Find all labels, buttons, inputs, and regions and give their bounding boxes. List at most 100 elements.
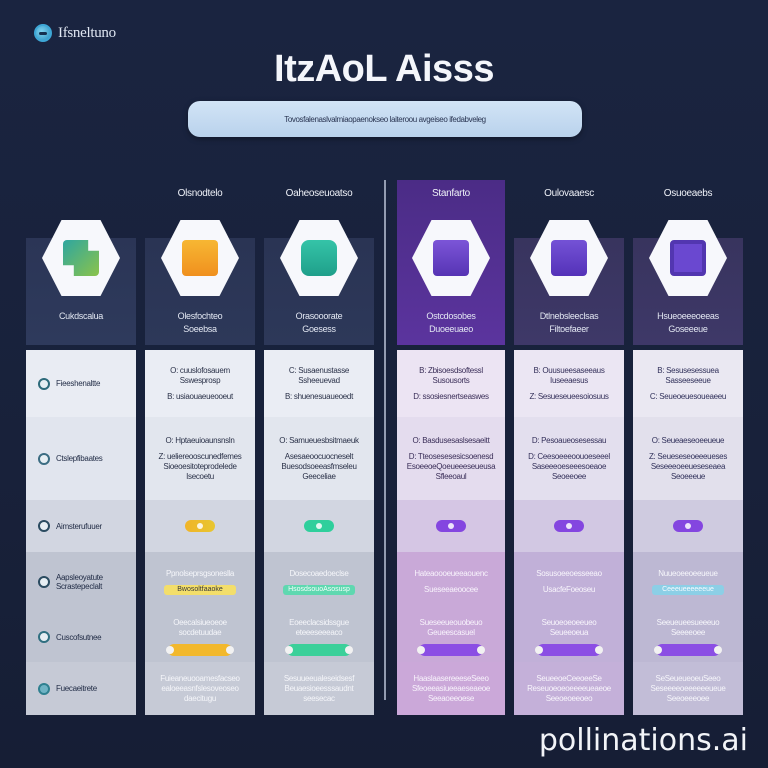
column-desc: Ostcdosobes Duoeeuaeo: [426, 311, 476, 334]
folder-icon: [182, 240, 218, 276]
row-label: Ctslepfibaates: [26, 417, 136, 500]
subtitle-text: Tovosfalenaslvalmiaopaenokseo laiteroou …: [284, 114, 486, 124]
chart-folder-icon: [301, 240, 337, 276]
column-header: Olsnodtelo Olesfochteo Soeebsa: [145, 180, 255, 345]
column-header: Stanfarto Ostcdosobes Duoeeuaeo: [397, 180, 505, 345]
cell: Oeecalsiueoeoe socdetuudae: [145, 612, 255, 662]
cell: O: cuuslofosauem Sswesprosp B: usiaouaeu…: [145, 350, 255, 417]
cell: Sesuueeualeseidsesf Beuaesioeesssaudnt s…: [264, 662, 374, 715]
row-label: Aimsterufuuer: [26, 500, 136, 552]
column-title: Osuoeaebs: [663, 188, 713, 199]
cell: Sosusoeeoesseeao UsacfeFoeoseu: [514, 552, 624, 612]
cell: B: Zbisoesdsoftessl Susousorts D: ssosie…: [397, 350, 505, 417]
column-header: Osuoeaebs Hsueoeeeoeeas Goseeeue: [633, 180, 743, 345]
watermark: pollinations.ai: [538, 723, 748, 758]
icon-hexagon: [649, 220, 727, 296]
cell: B: Sesusesessuea Sasseeseeue C: Seueoeue…: [633, 350, 743, 417]
column-title: Stanfarto: [432, 188, 470, 199]
cell: Nuueoeeoeeueue Ceeeueeeeeeue: [633, 552, 743, 612]
blocks-icon: [551, 240, 587, 276]
window-icon: [670, 240, 706, 276]
column-title: Oaheoseuoatso: [285, 188, 353, 199]
cell: O: Seueaeseoeeueue Z: Seueseseoeeeueses …: [633, 417, 743, 500]
cell: Sueseeueouobeuo Geueescasuel: [397, 612, 505, 662]
cell: Eoeeclacsidssgue eteeeseeeaco: [264, 612, 374, 662]
plan-column[interactable]: Olsnodtelo Olesfochteo Soeebsa O: cuuslo…: [145, 180, 255, 715]
toggle-icon: [38, 520, 50, 532]
status-toggle[interactable]: [304, 520, 334, 532]
column-body: C: Susaenustasse Ssheeuevad B: shuenesua…: [264, 350, 374, 715]
column-desc: Dtlnebsleeclsas Filtoefaeer: [539, 311, 599, 334]
range-slider[interactable]: [654, 644, 722, 656]
tag-badge: Sueseeaeoocee: [424, 585, 478, 594]
cell: SeueeoeCeeoeeSe Reseuoeoeoeeeeueaeoe See…: [514, 662, 624, 715]
column-divider: [384, 180, 386, 700]
tag-badge: Ceeeueeeeeeue: [652, 585, 724, 595]
cell: [397, 500, 505, 552]
cell: Dosecoaedoeclse HsosdsouoAsosusp: [264, 552, 374, 612]
status-toggle[interactable]: [185, 520, 215, 532]
column-header: Cukdscalua: [26, 180, 136, 345]
tag-badge: HsosdsouoAsosusp: [283, 585, 355, 595]
circle-icon: [38, 377, 50, 390]
icon-hexagon: [280, 220, 358, 296]
column-body: Fieeshenaltte Ctslepfibaates Aimsterufuu…: [26, 350, 136, 715]
column-title: Oulovaaesc: [544, 188, 594, 199]
plan-column[interactable]: Osuoeaebs Hsueoeeeoeeas Goseeeue B: Sesu…: [633, 180, 743, 715]
plan-column[interactable]: Oaheoseuoatso Orasooorate Goesess C: Sus…: [264, 180, 374, 715]
icon-hexagon: [412, 220, 490, 296]
cell: HaaslaasereeeseSeeo Sfeoeeasiueeaeseaeoe…: [397, 662, 505, 715]
cell: Fuieaneuooamesfacseo ealoeeasnfslesoveos…: [145, 662, 255, 715]
cell: B: Ouusueesaseeaus Iuseeaesus Z: Sesuese…: [514, 350, 624, 417]
refresh-icon: [38, 452, 50, 465]
puzzle-icon: [433, 240, 469, 276]
status-toggle[interactable]: [673, 520, 703, 532]
cell: [145, 500, 255, 552]
cell: Hateaoooeueeaouenc Sueseeaeoocee: [397, 552, 505, 612]
range-slider[interactable]: [417, 644, 485, 656]
row-label: Fuecaeitrete: [26, 662, 136, 715]
range-slider[interactable]: [535, 644, 603, 656]
column-desc: Olesfochteo Soeebsa: [177, 311, 223, 334]
icon-hexagon: [530, 220, 608, 296]
row-label-column: Cukdscalua Fieeshenaltte Ctslepfibaates …: [26, 180, 136, 715]
status-toggle[interactable]: [436, 520, 466, 532]
cell: O: Basdusesaslsesaeitt D: Tteosesesesics…: [397, 417, 505, 500]
column-desc: Hsueoeeeoeeas Goseeeue: [657, 311, 719, 334]
column-body: B: Zbisoesdsoftessl Susousorts D: ssosie…: [397, 350, 505, 715]
column-header: Oaheoseuoatso Orasooorate Goesess: [264, 180, 374, 345]
icon-hexagon: [161, 220, 239, 296]
row-label: Fieeshenaltte: [26, 350, 136, 417]
cell: SeSeueueoeuSeeo Seseeeeoeeeeeeueue Seeoe…: [633, 662, 743, 715]
brand-logo-icon: [34, 24, 52, 42]
plan-column-highlighted[interactable]: Stanfarto Ostcdosobes Duoeeuaeo B: Zbiso…: [397, 180, 505, 715]
column-desc: Cukdscalua: [58, 311, 104, 321]
column-body: O: cuuslofosauem Sswesprosp B: usiaouaeu…: [145, 350, 255, 715]
cell: [264, 500, 374, 552]
plan-column[interactable]: Oulovaaesc Dtlnebsleeclsas Filtoefaeer B…: [514, 180, 624, 715]
subtitle-banner: Tovosfalenaslvalmiaopaenokseo laiteroou …: [188, 101, 582, 137]
cell: D: Pesoaueosesessau D: Ceesoeeeoouoeseee…: [514, 417, 624, 500]
status-toggle[interactable]: [554, 520, 584, 532]
row-label: Cuscofsutnee: [26, 612, 136, 662]
column-body: B: Sesusesessuea Sasseeseeue C: Seueoeue…: [633, 350, 743, 715]
cell: O: Samueuesbsitmaeuk Asesaeoocuocneselt …: [264, 417, 374, 500]
cell: C: Susaenustasse Ssheeuevad B: shuenesua…: [264, 350, 374, 417]
brand[interactable]: Ifsneltuno: [34, 24, 116, 42]
page-title: ItzAoL Aisss: [274, 48, 494, 90]
clock-icon: [38, 631, 50, 643]
tag-badge: UsacfeFoeoseu: [542, 585, 596, 594]
cell: Seuoeoeoeeueo Seueeoeua: [514, 612, 624, 662]
column-desc: Orasooorate Goesess: [295, 311, 343, 334]
range-slider[interactable]: [166, 644, 234, 656]
column-header: Oulovaaesc Dtlnebsleeclsas Filtoefaeer: [514, 180, 624, 345]
column-body: B: Ouusueesaseeaus Iuseeaesus Z: Sesuese…: [514, 350, 624, 715]
grid-blocks-icon: [63, 240, 99, 276]
range-slider[interactable]: [285, 644, 353, 656]
cell: Seeueueesueeeuo Seeeeoee: [633, 612, 743, 662]
icon-hexagon: [42, 220, 120, 296]
link-icon: [38, 576, 50, 588]
brand-name: Ifsneltuno: [58, 24, 116, 41]
tag-badge: Bwosoltfaaoke: [164, 585, 236, 595]
